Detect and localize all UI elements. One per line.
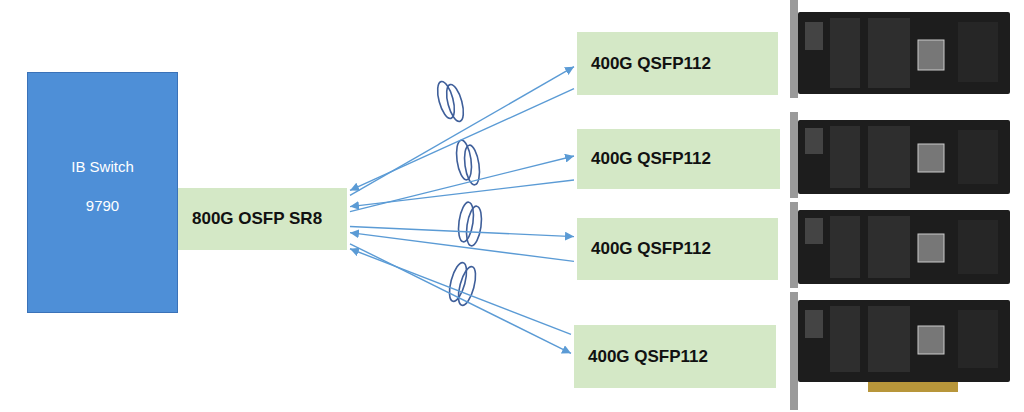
coil [455, 265, 479, 307]
chip [958, 22, 998, 82]
chip [958, 130, 998, 184]
chip [958, 220, 998, 274]
bracket [790, 292, 798, 410]
bracket [790, 0, 798, 98]
logo [918, 234, 944, 262]
pcie-fingers [868, 382, 958, 392]
node-label: 400G QSFP112 [591, 149, 711, 169]
connector [805, 310, 823, 338]
connector [805, 128, 823, 154]
node-label: 400G QSFP112 [591, 54, 711, 74]
transceiver-box: 400G QSFP112 [574, 325, 776, 388]
fiber-link [350, 233, 574, 262]
connector [805, 218, 823, 244]
logo [918, 144, 944, 172]
chip [868, 126, 910, 188]
fiber-link [350, 249, 571, 335]
chip [830, 18, 860, 88]
nic-card [790, 292, 1010, 410]
nic-card [790, 112, 1010, 198]
fiber-link [350, 244, 571, 354]
switch-box: IB Switch 9790 [27, 72, 178, 313]
bracket [790, 202, 798, 288]
pcb [798, 12, 1010, 94]
transceiver-box: 400G QSFP112 [577, 129, 780, 189]
transceiver-box: 800G OSFP SR8 [178, 188, 347, 250]
chip [868, 306, 910, 372]
chip [830, 306, 860, 372]
fiber-link [350, 156, 574, 212]
coil [464, 205, 483, 247]
chip [830, 126, 860, 188]
fiber-link [350, 226, 574, 236]
node-label: 400G QSFP112 [588, 347, 708, 367]
transceiver-box: 400G QSFP112 [577, 32, 778, 95]
transceiver-box: 400G QSFP112 [577, 218, 778, 280]
nic-card [790, 0, 1010, 98]
node-label: 800G OSFP SR8 [192, 209, 322, 229]
fiber-link [350, 89, 574, 191]
chip [958, 310, 998, 368]
coil [443, 83, 466, 123]
logo [918, 40, 944, 70]
chip [868, 216, 910, 278]
fiber-link [350, 180, 574, 207]
logo [918, 326, 944, 354]
pcb [798, 120, 1010, 194]
nic-card [790, 202, 1010, 288]
pcb [798, 210, 1010, 284]
node-label: 9790 [86, 197, 119, 214]
chip [830, 216, 860, 278]
fiber-link [350, 67, 574, 196]
bracket [790, 112, 798, 198]
node-label: 400G QSFP112 [591, 239, 711, 259]
pcb [798, 300, 1010, 382]
node-label: IB Switch [71, 158, 134, 175]
chip [868, 18, 910, 88]
connector [805, 22, 823, 50]
